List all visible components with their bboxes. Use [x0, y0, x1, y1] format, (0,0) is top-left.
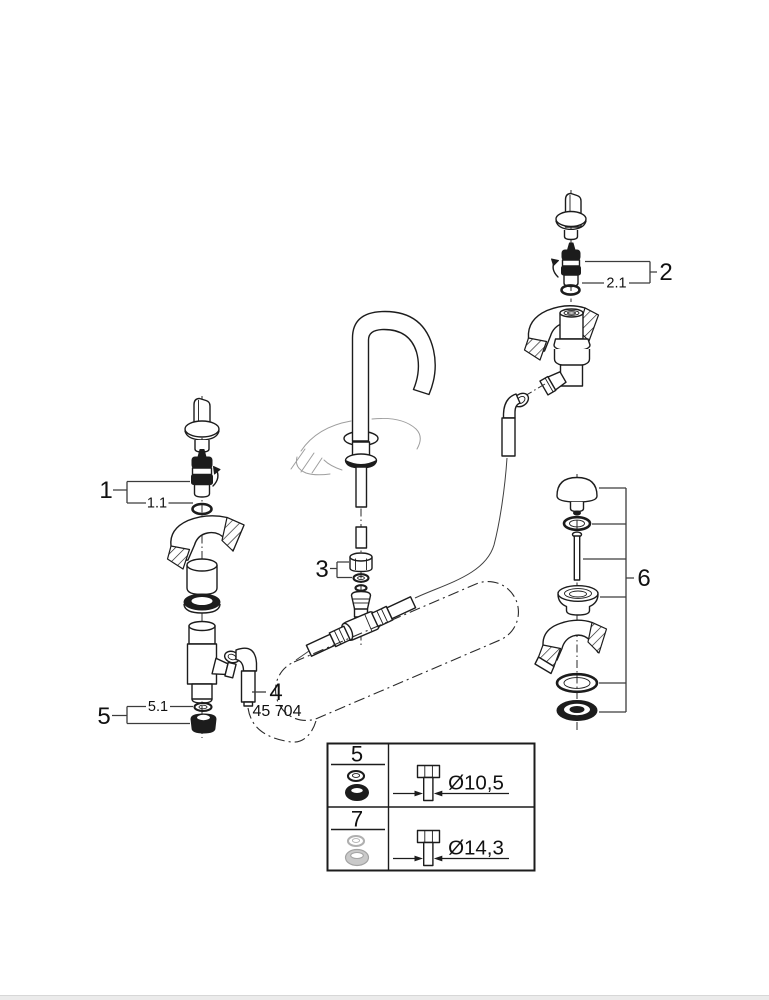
spout-mounting-nut: [344, 453, 378, 469]
size-table: 5 Ø10,5 7: [326, 742, 536, 872]
left-base-ring: [183, 593, 221, 614]
hose-to-right-valve: [414, 457, 508, 599]
left-deck-cutaway: [166, 515, 245, 570]
sink-cutaway: [534, 619, 608, 675]
callout-2: 2 2.1: [582, 259, 673, 292]
left-sleeve: [186, 558, 218, 596]
callout-5-1-label: 5.1: [148, 699, 168, 715]
callout-1: 1 1.1: [99, 477, 193, 512]
left-side-outlet: [211, 657, 237, 679]
left-cartridge: [191, 449, 221, 498]
deck-sketch: [290, 418, 421, 476]
callout-4: 4 45 704: [252, 679, 302, 720]
row-5-dimension-drawing: Ø10,5: [393, 764, 509, 802]
waste-set-assembly: 6: [534, 474, 651, 730]
left-o-ring: [191, 502, 213, 516]
right-cartridge: [551, 242, 581, 288]
row-5-washer-icon: [346, 769, 366, 783]
row-7-washer-icon: [346, 834, 366, 848]
left-valve-assembly: 1 1.1 5 5.1: [97, 396, 318, 743]
left-mounting-nut: [190, 713, 217, 734]
coiled-hose-loop: [275, 581, 519, 721]
drain-threaded-rod: [571, 531, 583, 581]
drain-gasket: [555, 672, 599, 694]
left-washer: [193, 701, 213, 713]
callout-2-label: 2: [659, 259, 672, 286]
callout-6: 6: [583, 487, 651, 713]
union-nut: [349, 552, 373, 573]
hose-lead-left: [295, 650, 310, 661]
callout-3: 3: [315, 556, 352, 583]
left-valve-body: [186, 620, 237, 704]
spout-assembly: 3 4: [252, 310, 519, 721]
callout-3-label: 3: [315, 556, 328, 583]
right-inlet-elbow-hose: [501, 392, 530, 457]
right-valve-assembly: 2 2.1: [501, 190, 673, 457]
size-table-row-5: 5 Ø10,5: [331, 742, 509, 802]
drain-seal-ring: [562, 515, 592, 532]
spout: [351, 310, 436, 442]
left-escutcheon: [184, 420, 220, 453]
right-valve-body: [539, 308, 591, 396]
callout-5-label: 5: [97, 703, 110, 730]
hose-routing-dashed: [247, 707, 318, 743]
row-7-diameter: Ø14,3: [448, 837, 504, 860]
row-7-nut-icon: [344, 848, 370, 867]
row-5-nut-icon: [345, 784, 369, 801]
union-washer: [352, 573, 370, 583]
size-table-row-7: 7 Ø14,3: [331, 807, 509, 867]
callout-4-part-number: 45 704: [253, 703, 302, 720]
right-o-ring: [560, 284, 581, 296]
callout-1-label: 1: [99, 477, 112, 504]
right-side-outlet: [539, 371, 567, 396]
row-5-ref: 5: [351, 742, 363, 767]
callout-1-1-label: 1.1: [147, 496, 167, 512]
tee-hose-right: [371, 596, 417, 628]
spout-tail-tube-lower: [355, 526, 368, 549]
row-7-ref: 7: [351, 807, 363, 832]
page-footer-strip: [0, 995, 769, 1000]
tee-fitting: [341, 590, 380, 642]
right-escutcheon: [555, 210, 587, 241]
callout-2-1-label: 2.1: [606, 276, 626, 292]
tee-hose-left: [305, 625, 351, 657]
drain-plug: [556, 476, 598, 516]
spout-tail-tube-upper: [355, 466, 368, 508]
callout-4-label: 4: [269, 679, 282, 706]
left-inlet-elbow-hose: [223, 647, 318, 743]
row-7-dimension-drawing: Ø14,3: [393, 829, 509, 867]
union-nut-set: [349, 552, 373, 592]
drain-flange: [557, 585, 599, 616]
row-5-diameter: Ø10,5: [448, 772, 504, 795]
callout-6-label: 6: [637, 565, 650, 592]
callout-5: 5 5.1: [97, 699, 193, 730]
drain-strainer-nut: [556, 700, 598, 721]
